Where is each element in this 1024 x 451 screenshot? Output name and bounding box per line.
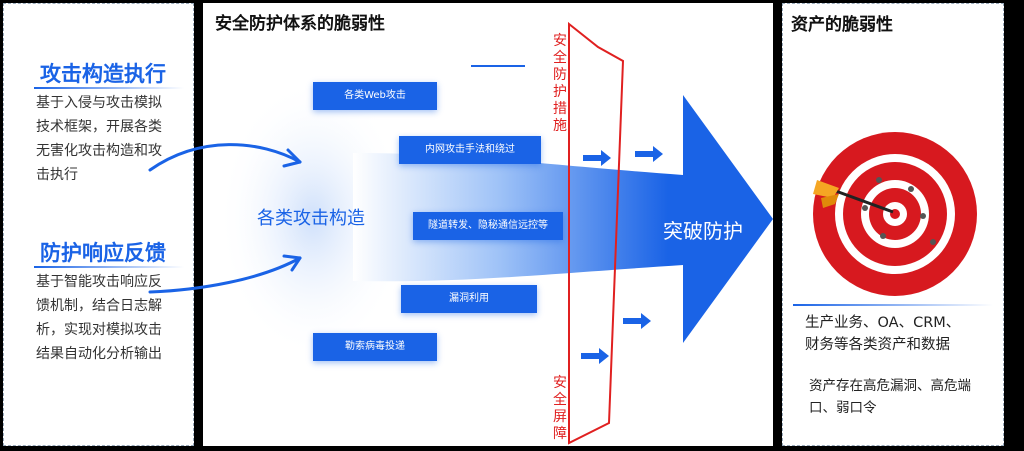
security-measures-label: 安全防护措施 [553, 33, 567, 134]
right-panel: 资产的脆弱性 生产业务、OA、CRM、 财务等各类资产和数据 资产存在高危漏洞、… [782, 3, 1004, 446]
attack-execution-text: 基于入侵与攻击模拟 技术框架，开展各类 无害化攻击构造和攻 击执行 [36, 95, 162, 183]
attack-box-exploit: 漏洞利用 [401, 285, 537, 313]
breakthrough-label: 突破防护 [663, 219, 743, 243]
left-flow-arrows [0, 3, 773, 446]
middle-panel: 安全防护体系的脆弱性 各类Web攻击 内网攻击手法和绕过 隧道转发、隐秘通信远控… [203, 3, 773, 446]
attack-box-tunnel: 隧道转发、隐秘通信远控等 [413, 212, 563, 240]
attack-box-web: 各类Web攻击 [313, 82, 437, 110]
response-feedback-text: 基于智能攻击响应反 馈机制，结合日志解 析，实现对模拟攻击 结果自动化分析输出 [36, 274, 162, 362]
response-feedback-title: 防护响应反馈 [40, 241, 166, 265]
divider-line [793, 304, 993, 306]
attack-execution-title: 攻击构造执行 [40, 62, 166, 86]
title-underline [34, 87, 184, 89]
small-arrows [581, 146, 663, 364]
left-panel: 攻击构造执行 基于入侵与攻击模拟 技术框架，开展各类 无害化攻击构造和攻 击执行… [3, 3, 194, 446]
middle-title: 安全防护体系的脆弱性 [215, 14, 385, 34]
right-title: 资产的脆弱性 [791, 15, 893, 35]
asset-vulnerability-text: 资产存在高危漏洞、高危端 口、弱口令 [809, 378, 971, 416]
attack-box-intranet: 内网攻击手法和绕过 [399, 136, 541, 164]
assets-description: 生产业务、OA、CRM、 财务等各类资产和数据 [805, 315, 961, 353]
security-barrier-label: 安全屏障 [553, 375, 567, 442]
target-icon [813, 132, 977, 296]
dart-icon [813, 180, 894, 214]
title-underline [34, 266, 184, 268]
attack-source-label: 各类攻击构造 [257, 208, 365, 229]
attack-box-ransomware: 勒索病毒投递 [313, 333, 437, 361]
